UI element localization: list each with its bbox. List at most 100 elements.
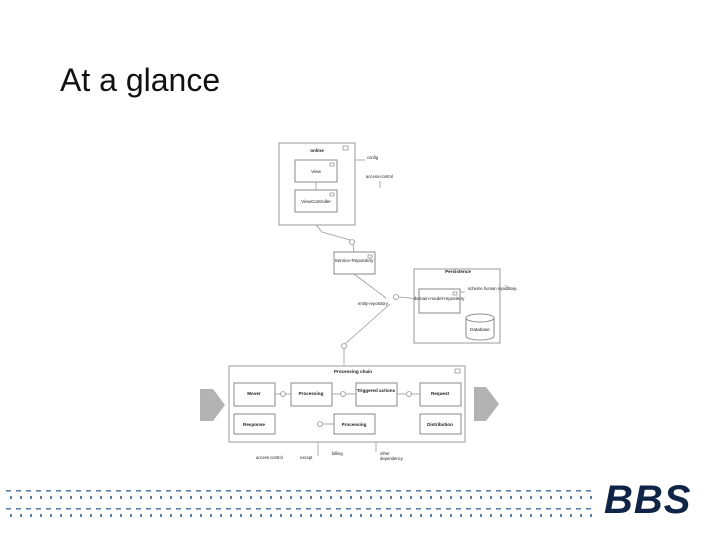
- footer-dash: [416, 490, 421, 492]
- footer-dash: [500, 514, 502, 517]
- footer-dash: [46, 508, 51, 510]
- config-interface-label: config: [367, 155, 379, 160]
- footer-dash: [586, 508, 591, 510]
- footer-dash: [470, 514, 472, 517]
- footer-dash: [170, 514, 172, 517]
- footer-dash: [140, 496, 142, 499]
- footer-dash: [310, 514, 312, 517]
- footer-dash: [436, 490, 441, 492]
- footer-dash: [106, 508, 111, 510]
- footer-dash: [410, 514, 412, 517]
- footer-dash: [490, 514, 492, 517]
- footer-dash: [340, 514, 342, 517]
- footer-dash: [320, 514, 322, 517]
- footer-dash: [86, 508, 91, 510]
- interface-socket: [349, 239, 355, 245]
- footer-dash: [486, 490, 491, 492]
- footer-dash: [230, 496, 232, 499]
- footer-dash: [60, 496, 62, 499]
- footer-dash: [100, 496, 102, 499]
- footer-dash: [170, 496, 172, 499]
- footer-dash: [386, 508, 391, 510]
- footer-dash: [240, 496, 242, 499]
- footer-dash: [200, 514, 202, 517]
- connector: [352, 243, 355, 253]
- footer-dash: [396, 508, 401, 510]
- footer-dash: [66, 490, 71, 492]
- footer-dash: [566, 508, 571, 510]
- footer-dash: [446, 508, 451, 510]
- footer-dash: [330, 514, 332, 517]
- footer-dash: [40, 514, 42, 517]
- footer-dash: [216, 508, 221, 510]
- footer-dash: [416, 508, 421, 510]
- footer-dash: [236, 508, 241, 510]
- footer-dash: [20, 496, 22, 499]
- footer-dash: [190, 496, 192, 499]
- footer-dash: [490, 496, 492, 499]
- footer-dash: [200, 496, 202, 499]
- footer-dash: [326, 508, 331, 510]
- bbs-logo: BBS: [604, 478, 692, 522]
- triggered-actions-component: [355, 382, 398, 407]
- footer-dash: [116, 490, 121, 492]
- footer-dash: [536, 490, 541, 492]
- viewcontroller-label: ViewController: [301, 199, 331, 204]
- footer-dash: [76, 490, 81, 492]
- footer-dash: [340, 496, 342, 499]
- footer-dash: [26, 508, 31, 510]
- footer-dash: [180, 496, 182, 499]
- footer-dash: [150, 496, 152, 499]
- component-icon: [329, 192, 335, 197]
- footer-dash: [526, 508, 531, 510]
- footer-dash: [480, 496, 482, 499]
- footer-dash: [306, 490, 311, 492]
- processing-label: Processing: [299, 391, 324, 396]
- footer-dash: [400, 514, 402, 517]
- view-label: View: [311, 169, 322, 174]
- connector: [398, 296, 420, 300]
- footer-dash: [256, 490, 261, 492]
- response-label: Response: [243, 422, 265, 427]
- footer-dash: [50, 496, 52, 499]
- footer-dash: [176, 490, 181, 492]
- billing-external-label: billing: [332, 451, 343, 456]
- footer-dash: [216, 490, 221, 492]
- footer-dash: [426, 508, 431, 510]
- online-package-title: online: [310, 148, 324, 153]
- footer-dash: [376, 508, 381, 510]
- footer-dash: [590, 496, 592, 499]
- footer-dash: [146, 490, 151, 492]
- footer-dash: [506, 490, 511, 492]
- footer-dash: [306, 508, 311, 510]
- footer-dash: [120, 514, 122, 517]
- interface-socket: [317, 421, 323, 427]
- footer-dash: [290, 496, 292, 499]
- footer-dash: [456, 508, 461, 510]
- footer-dash: [160, 496, 162, 499]
- footer-dash: [130, 514, 132, 517]
- footer-dash: [430, 496, 432, 499]
- footer-dash: [6, 508, 11, 510]
- other-dependency-external-label-line1: other: [380, 451, 390, 456]
- footer-dash: [276, 508, 281, 510]
- footer-dash: [296, 490, 301, 492]
- footer-dash: [240, 514, 242, 517]
- domain-model-repository-label: domain-model-repository: [414, 296, 466, 301]
- footer-dash: [440, 514, 442, 517]
- footer-dash: [180, 514, 182, 517]
- footer-dash: [280, 496, 282, 499]
- footer-dash: [50, 514, 52, 517]
- footer-dash: [390, 496, 392, 499]
- footer-dash: [206, 508, 211, 510]
- footer-dash: [110, 496, 112, 499]
- mover-component: [233, 382, 276, 407]
- footer-dash: [400, 496, 402, 499]
- processing-2-label: Processing: [342, 422, 367, 427]
- footer-dash: [250, 496, 252, 499]
- footer-dash: [560, 514, 562, 517]
- footer-dash: [30, 496, 32, 499]
- processing-component: [290, 382, 333, 407]
- component-icon: [342, 145, 349, 151]
- footer-dash: [196, 508, 201, 510]
